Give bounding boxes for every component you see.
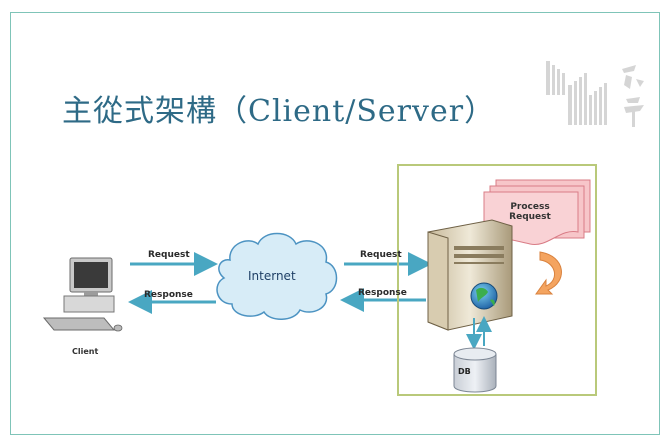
client-response-label: Response — [144, 290, 193, 300]
internet-label: Internet — [248, 269, 296, 283]
server-request-label: Request — [360, 250, 402, 260]
slide-title: 主從式架構（Client/Server） — [62, 94, 496, 129]
process-request-stack — [483, 179, 591, 245]
server-icon — [427, 219, 513, 331]
globe-icon — [470, 282, 498, 310]
slide-frame — [10, 12, 660, 435]
database-icon — [453, 347, 497, 393]
client-request-label: Request — [148, 250, 190, 260]
computer-icon — [42, 257, 123, 332]
server-group-box — [397, 164, 597, 396]
server-response-label: Response — [358, 288, 407, 298]
cloud-icon — [216, 232, 338, 320]
client-label: Client — [72, 347, 99, 356]
curved-arrow-icon — [535, 251, 562, 295]
process-label-line-1: Process — [510, 202, 550, 212]
process-label-line-2: Request — [509, 212, 551, 222]
university-logo — [546, 61, 644, 127]
process-request-label: Process Request — [500, 202, 560, 222]
db-label: DB — [458, 367, 471, 376]
